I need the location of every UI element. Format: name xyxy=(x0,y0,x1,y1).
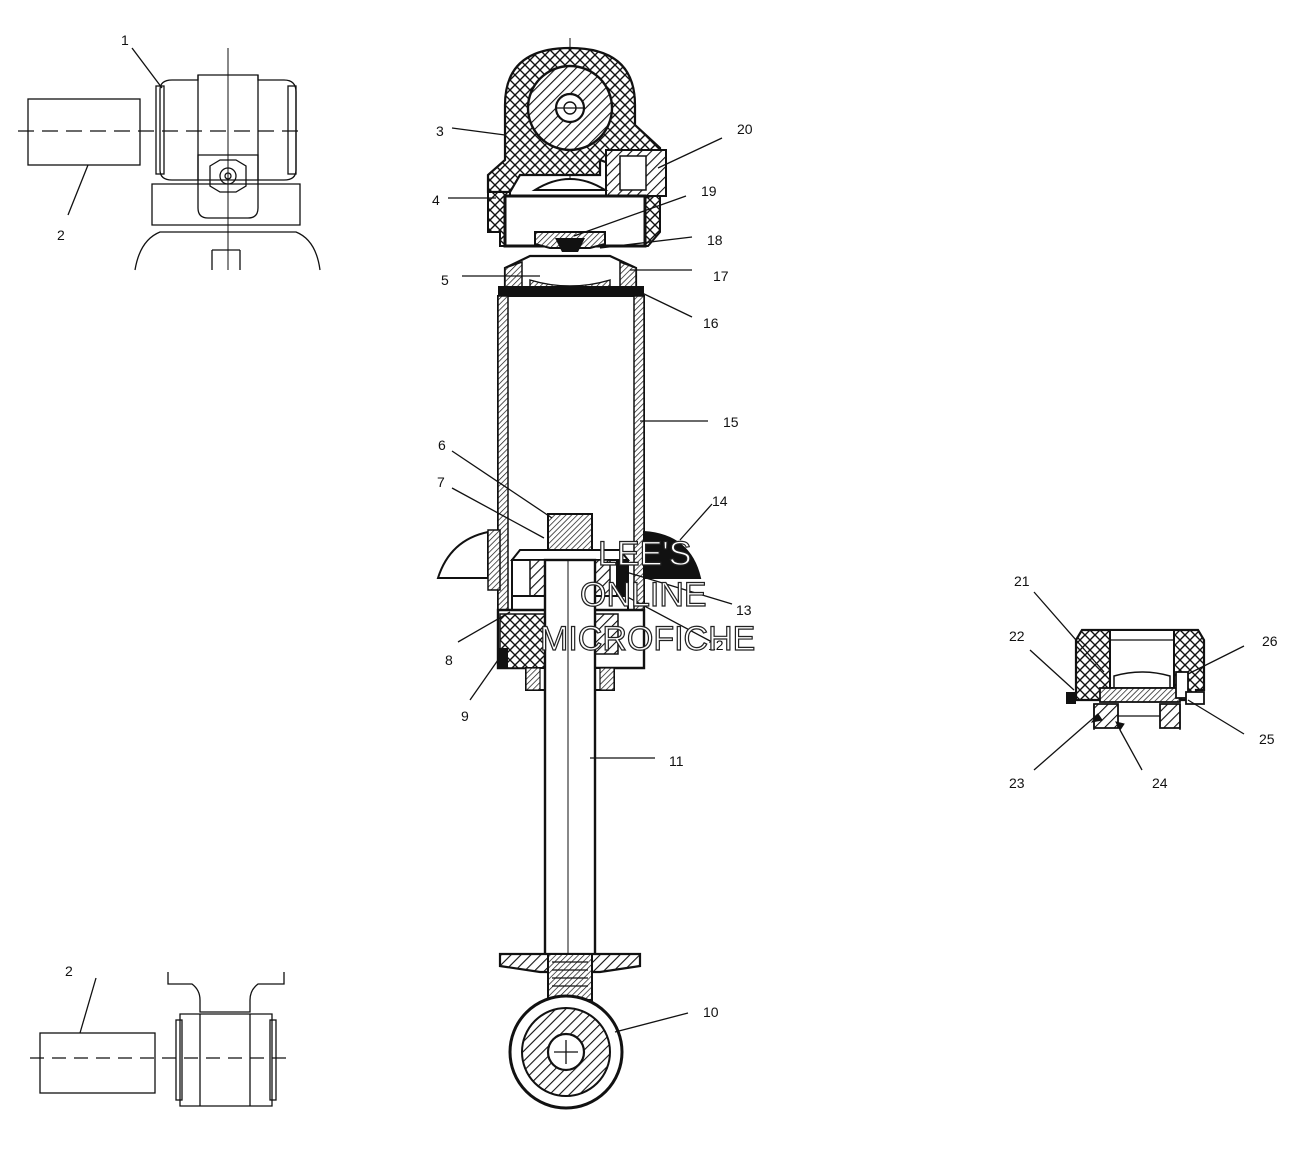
callout-20: 20 xyxy=(737,121,753,137)
lower-mount-bracket xyxy=(167,972,285,1013)
callout-11: 11 xyxy=(669,753,684,769)
callout-12: 12 xyxy=(708,637,724,653)
callout-23: 23 xyxy=(1009,775,1025,791)
callout-26: 26 xyxy=(1262,633,1278,649)
lower-collar xyxy=(151,183,301,226)
callout-15: 15 xyxy=(723,414,739,430)
watermark-line-1: LEE'S xyxy=(598,535,691,573)
bottom-left-eye-detail xyxy=(30,972,290,1107)
callout-3: 3 xyxy=(436,123,444,139)
callout-8: 8 xyxy=(445,652,453,668)
callout-labels: 1 2 3 4 5 6 7 8 9 10 11 12 13 14 15 16 1… xyxy=(57,32,1278,1020)
bushing-sleeve xyxy=(27,98,141,166)
callout-21: 21 xyxy=(1014,573,1030,589)
piston-nut xyxy=(547,513,593,551)
lower-eye-housing xyxy=(179,1013,273,1107)
left-bumper xyxy=(436,530,489,579)
callout-13: 13 xyxy=(736,602,752,618)
leader-lines xyxy=(67,47,1245,1034)
callout-24: 24 xyxy=(1152,775,1168,791)
bushing-sleeve-lower xyxy=(39,1032,156,1094)
callout-4: 4 xyxy=(432,192,440,208)
callout-17: 17 xyxy=(713,268,729,284)
watermark-line-2: ONLINE xyxy=(580,576,707,614)
watermark: LEE'S ONLINE MICROFICHE xyxy=(539,534,756,658)
callout-10: 10 xyxy=(703,1004,719,1020)
callout-9: 9 xyxy=(461,708,469,724)
callout-1: 1 xyxy=(121,32,129,48)
shock-assembly xyxy=(436,38,702,1110)
seal-detail xyxy=(1066,628,1206,730)
right-bumper xyxy=(643,530,702,579)
callout-2: 2 xyxy=(57,227,65,243)
seal-ring xyxy=(1099,687,1181,703)
shock-body-top xyxy=(134,231,321,271)
callout-5: 5 xyxy=(441,272,449,288)
callout-16: 16 xyxy=(703,315,719,331)
hex-nut xyxy=(209,159,247,193)
callout-19: 19 xyxy=(701,183,717,199)
watermark-line-3: MICROFICHE xyxy=(540,620,755,658)
callout-22: 22 xyxy=(1009,628,1025,644)
callout-25: 25 xyxy=(1259,731,1275,747)
callout-14: 14 xyxy=(712,493,728,509)
callout-6: 6 xyxy=(438,437,446,453)
callout-7: 7 xyxy=(437,474,445,490)
callout-18: 18 xyxy=(707,232,723,248)
callout-2-lower: 2 xyxy=(65,963,73,979)
